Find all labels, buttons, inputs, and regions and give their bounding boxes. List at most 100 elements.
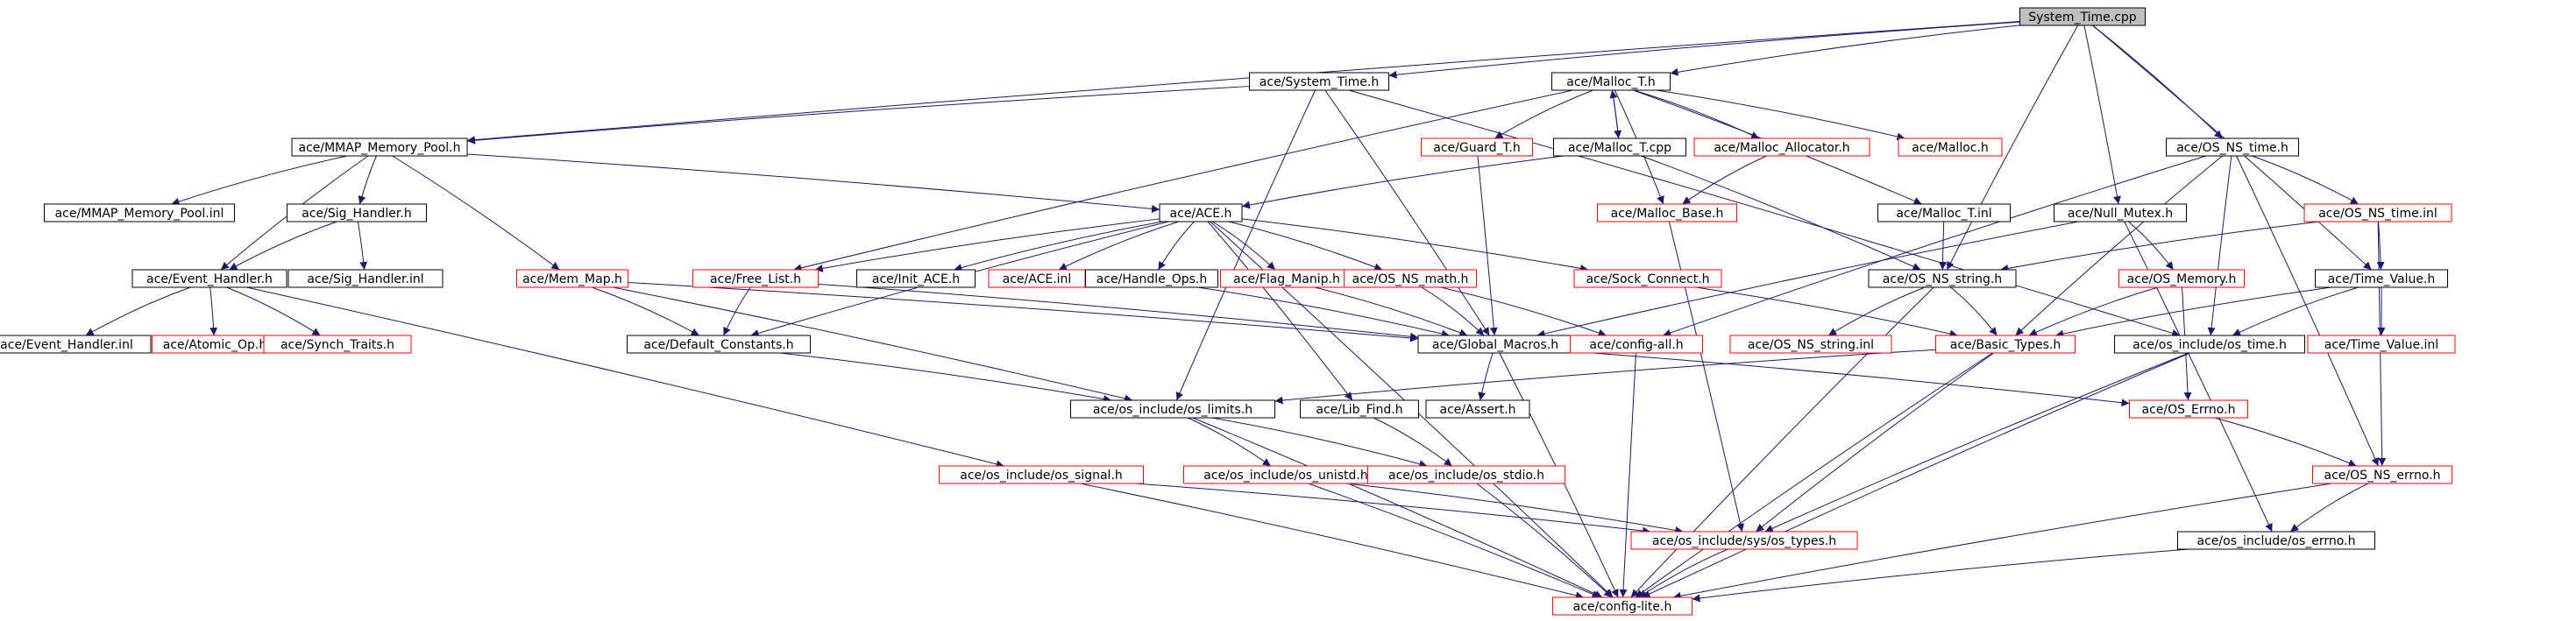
- node-box: [1553, 138, 1686, 157]
- edge-ace-guard-t-h-to-ace-global-macros-h: [1477, 155, 1498, 336]
- edge-ace-default-constants-h-to-ace-os-include-os-limits-h: [779, 352, 1112, 403]
- edge-ace-time-value-h-to-ace-os-include-os-time-h: [2232, 286, 2360, 336]
- node-label: ace/os_include/os_time.h: [2132, 338, 2287, 352]
- node-label: ace/Malloc_T.h: [1566, 75, 1656, 89]
- edge-ace-os-ns-time-h-to-ace-os-include-os-time-h: [2207, 155, 2232, 336]
- node-label: System_Time.cpp: [2028, 11, 2137, 25]
- node-ace-os-include-os-stdio-h: ace/os_include/os_stdio.h: [1367, 465, 1565, 484]
- node-label: ace/Mem_Map.h: [522, 272, 622, 286]
- node-label: ace/Time_Value.inl: [2324, 338, 2438, 352]
- edge-ace-mem-map-h-to-ace-os-include-os-limits-h: [612, 286, 1133, 403]
- node-label: ace/Malloc.h: [1912, 141, 1989, 155]
- node-ace-init-ace-h: ace/Init_ACE.h: [856, 269, 976, 288]
- node-ace-os-include-os-time-h: ace/os_include/os_time.h: [2114, 335, 2305, 354]
- node-box: [287, 269, 444, 288]
- node-label: ace/Null_Mutex.h: [2068, 207, 2173, 221]
- node-ace-basic-types-h: ace/Basic_Types.h: [1935, 335, 2076, 354]
- node-ace-lib-find-h: ace/Lib_Find.h: [1300, 399, 1419, 419]
- node-ace-malloc-allocator-h: ace/Malloc_Allocator.h: [1693, 138, 1870, 157]
- edge-ace-event-handler-h-to-ace-event-handler-inl: [85, 286, 191, 336]
- edge-ace-os-ns-string-h-to-ace-os-ns-string-inl: [1827, 286, 1926, 336]
- edge-ace-malloc-t-h-to-ace-guard-t-h: [1494, 89, 1593, 139]
- edge-ace-os-ns-string-h-to-ace-config-lite-h: [1630, 286, 1934, 598]
- edge-ace-null-mutex-h-to-ace-global-macros-h: [1536, 221, 2079, 338]
- node-label: ace/Lib_Find.h: [1316, 403, 1402, 417]
- node-box: [2177, 531, 2375, 550]
- edge-ace-system-time-h-to-ace-os-include-os-time-h: [1348, 89, 2181, 337]
- edge-ace-malloc-base-h-to-ace-os-include-sys-os-types-h: [1668, 221, 1745, 533]
- node-box: [1425, 399, 1530, 419]
- edge-ace-config-all-h-to-ace-config-lite-h: [1619, 352, 1636, 598]
- node-label: ace/Event_Handler.h: [146, 272, 273, 286]
- edge-ace-os-ns-errno-h-to-ace-config-lite-h: [1672, 483, 2332, 600]
- node-label: ace/OS_Memory.h: [2127, 272, 2237, 286]
- edge-ace-lib-find-h-to-ace-os-include-os-stdio-h: [1373, 417, 1453, 467]
- edge-ace-os-include-os-limits-h-to-ace-os-include-os-unistd-h: [1187, 417, 1272, 467]
- edge-ace-os-errno-h-to-ace-os-ns-errno-h: [2214, 417, 2357, 467]
- edge-ace-os-include-sys-os-types-h-to-ace-config-lite-h: [1638, 548, 1728, 598]
- edge-layer: [85, 20, 2387, 603]
- node-box: [1552, 596, 1692, 616]
- node-box: [1729, 335, 1892, 354]
- edge-ace-os-memory-h-to-ace-basic-types-h: [2028, 286, 2159, 336]
- edge-ace-os-include-os-time-h-to-ace-os-include-sys-os-types-h: [1764, 352, 2189, 533]
- node-ace-os-ns-math-h: ace/OS_NS_math.h: [1344, 269, 1477, 288]
- edge-ace-event-handler-h-to-ace-os-include-os-signal-h: [246, 286, 1004, 469]
- node-ace-time-value-inl: ace/Time_Value.inl: [2307, 335, 2456, 354]
- edge-ace-basic-types-h-to-ace-os-include-sys-os-types-h: [1755, 352, 1994, 533]
- node-label: ace/Free_List.h: [710, 272, 801, 286]
- node-ace-sock-connect-h: ace/Sock_Connect.h: [1573, 269, 1722, 288]
- edge-ace-malloc-t-inl-to-ace-os-ns-string-h: [1938, 221, 1947, 271]
- node-ace-time-value-h: ace/Time_Value.h: [2315, 269, 2448, 288]
- node-label: ace/os_include/os_signal.h: [960, 469, 1123, 483]
- node-label: ace/Default_Constants.h: [643, 338, 793, 352]
- node-label: ace/Guard_T.h: [1433, 141, 1521, 155]
- node-label: ace/OS_NS_string.inl: [1748, 338, 1874, 352]
- node-ace-ace-h: ace/ACE.h: [1159, 203, 1243, 222]
- node-label: ace/os_include/os_unistd.h: [1203, 469, 1367, 483]
- node-label: ace/OS_Errno.h: [2142, 403, 2236, 417]
- edge-ace-ace-h-to-ace-free-list-h: [814, 218, 1160, 272]
- node-ace-os-ns-string-h: ace/OS_NS_string.h: [1868, 269, 2017, 288]
- node-label: ace/MMAP_Memory_Pool.inl: [55, 207, 224, 221]
- node-ace-malloc-base-h: ace/Malloc_Base.h: [1597, 203, 1737, 222]
- node-ace-os-include-os-unistd-h: ace/os_include/os_unistd.h: [1183, 465, 1388, 484]
- node-label: ace/os_include/os_stdio.h: [1388, 469, 1544, 483]
- edge-ace-event-handler-h-to-ace-synch-traits-h: [226, 286, 321, 336]
- edge-ace-handle-ops-h-to-ace-global-macros-h: [1197, 286, 1450, 338]
- node-ace-free-list-h: ace/Free_List.h: [692, 269, 819, 288]
- node-box: [291, 138, 468, 157]
- edge-ace-malloc-t-cpp-to-ace-os-ns-string-h: [1641, 155, 1921, 271]
- node-ace-synch-traits-h: ace/Synch_Traits.h: [263, 335, 412, 354]
- edge-ace-ace-h-to-ace-init-ace-h: [954, 221, 1163, 272]
- edge-system-time-cpp-to-ace-mmap-memory-pool-h: [466, 20, 2020, 145]
- node-box: [1085, 269, 1218, 288]
- edge-ace-os-ns-time-h-to-ace-basic-types-h: [2015, 155, 2223, 336]
- node-box: [2129, 399, 2248, 419]
- edge-ace-os-include-os-signal-h-to-ace-os-include-sys-os-types-h: [1134, 483, 1651, 535]
- edge-ace-malloc-allocator-h-to-ace-malloc-base-h: [1682, 155, 1767, 205]
- edge-ace-null-mutex-h-to-ace-os-include-os-errno-h: [2124, 221, 2273, 533]
- node-box: [1551, 72, 1671, 91]
- node-box: [1159, 203, 1243, 222]
- node-label: ace/Assert.h: [1440, 403, 1516, 417]
- node-ace-mem-map-h: ace/Mem_Map.h: [516, 269, 628, 288]
- node-label: ace/Global_Macros.h: [1432, 338, 1558, 352]
- edge-ace-os-include-os-limits-h-to-ace-os-include-os-stdio-h: [1211, 417, 1428, 468]
- edge-ace-ace-h-to-ace-sock-connect-h: [1241, 218, 1589, 272]
- edge-ace-event-handler-h-to-ace-atomic-op-h: [209, 286, 218, 336]
- edge-ace-basic-types-h-to-ace-config-lite-h: [1635, 352, 1993, 598]
- edge-ace-sig-handler-h-to-ace-sig-handler-inl: [357, 221, 368, 271]
- edge-ace-free-list-h-to-ace-global-macros-h: [818, 283, 1419, 341]
- edge-ace-mem-map-h-to-ace-default-constants-h: [592, 286, 699, 336]
- edge-ace-malloc-t-cpp-to-ace-malloc-t-h: [1609, 89, 1620, 139]
- node-label: ace/ACE.h: [1170, 207, 1232, 221]
- edge-system-time-cpp-to-ace-system-time-h: [1388, 21, 2020, 79]
- node-ace-sig-handler-inl: ace/Sig_Handler.inl: [287, 269, 444, 288]
- node-ace-default-constants-h: ace/Default_Constants.h: [627, 335, 811, 354]
- edge-ace-system-time-h-to-ace-global-macros-h: [1324, 89, 1490, 336]
- node-ace-malloc-h: ace/Malloc.h: [1898, 138, 2003, 157]
- edge-ace-null-mutex-h-to-ace-os-memory-h: [2128, 221, 2175, 271]
- edge-ace-ace-h-to-ace-handle-ops-h: [1158, 221, 1195, 271]
